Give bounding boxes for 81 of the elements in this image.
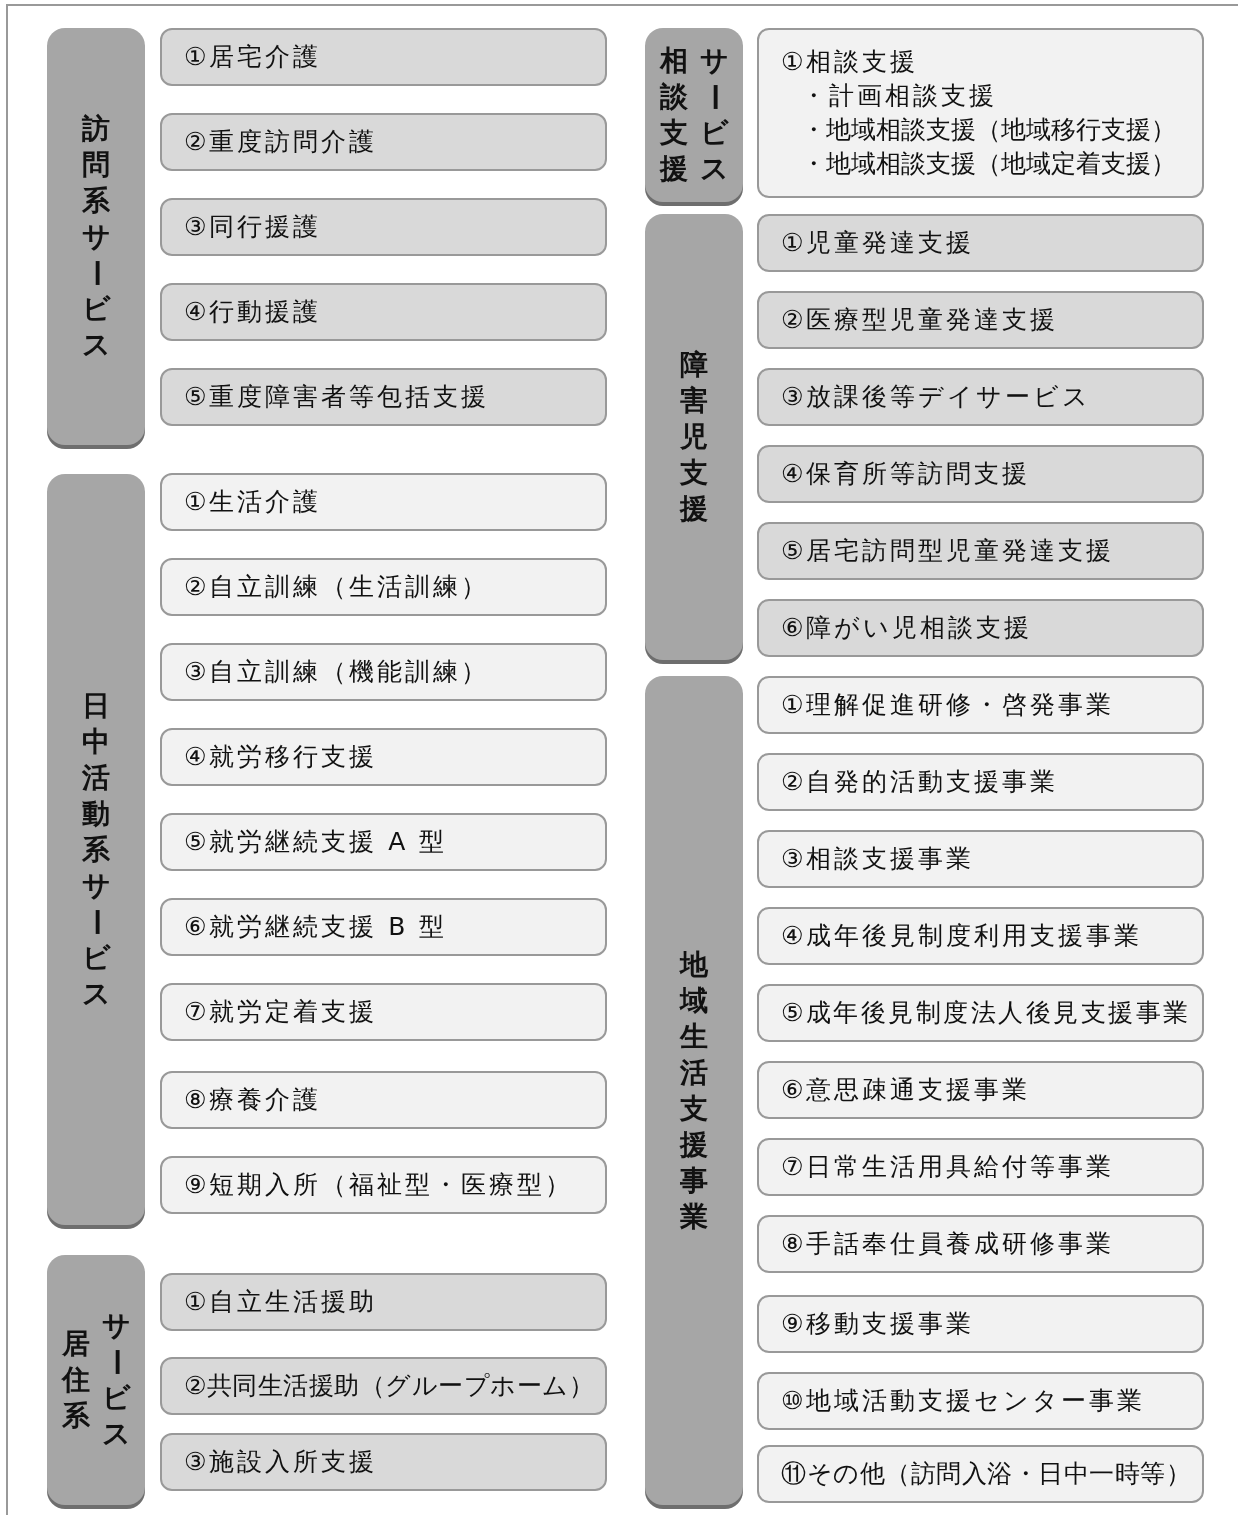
service-box — [160, 813, 607, 871]
service-box — [757, 1215, 1204, 1273]
service-label: ③相談支援事業 — [781, 843, 975, 875]
service-label: ⑧療養介護 — [184, 1084, 322, 1116]
list-item: ・地域相談支援（地域移行支援） — [800, 114, 1176, 146]
service-label: ⑤重度障害者等包括支援 — [184, 381, 490, 413]
service-box — [757, 522, 1204, 580]
service-box — [757, 830, 1204, 888]
service-box — [757, 1372, 1204, 1430]
service-label: ⑧手話奉仕員養成研修事業 — [781, 1228, 1115, 1260]
service-box — [757, 984, 1204, 1042]
service-box — [160, 113, 607, 171]
service-box — [160, 898, 607, 956]
service-box — [757, 1061, 1204, 1119]
list-item: ・地域相談支援（地域定着支援） — [800, 148, 1176, 180]
category-label: サービス — [697, 43, 732, 187]
service-box — [160, 983, 607, 1041]
service-label: ⑥就労継続支援 B 型 — [184, 911, 448, 943]
service-label: ②共同生活援助（グループホーム） — [184, 1370, 595, 1402]
service-box — [757, 1138, 1204, 1196]
service-box — [160, 473, 607, 531]
service-label: ③同行援護 — [184, 211, 322, 243]
service-label: ①相談支援 — [781, 46, 919, 78]
service-box — [160, 728, 607, 786]
service-label: ④成年後見制度利用支援事業 — [781, 920, 1143, 952]
service-box — [757, 599, 1204, 657]
service-label: ⑤居宅訪問型児童発達支援 — [781, 535, 1115, 567]
service-label: ⑦日常生活用具給付等事業 — [781, 1151, 1115, 1183]
list-item: ・計画相談支援 — [800, 80, 997, 112]
service-box — [757, 907, 1204, 965]
category-label: 相談支援 — [658, 43, 689, 187]
service-box — [160, 283, 607, 341]
service-box — [757, 291, 1204, 349]
service-label: ⑩地域活動支援センター事業 — [781, 1385, 1146, 1417]
service-box — [757, 1295, 1204, 1353]
service-label: ①生活介護 — [184, 486, 322, 518]
service-label: ⑤就労継続支援 A 型 — [184, 826, 448, 858]
service-box — [160, 198, 607, 256]
service-box — [160, 368, 607, 426]
service-label: ⑨短期入所（福祉型・医療型） — [184, 1169, 574, 1201]
category-label: サービス — [99, 1308, 134, 1452]
service-box — [160, 558, 607, 616]
service-label: ②医療型児童発達支援 — [781, 304, 1059, 336]
service-box — [757, 753, 1204, 811]
service-label: ④行動援護 — [184, 296, 322, 328]
service-label: ①理解促進研修・啓発事業 — [781, 689, 1115, 721]
service-label: ④就労移行支援 — [184, 741, 378, 773]
service-label: ②自発的活動支援事業 — [781, 766, 1059, 798]
service-label: ⑪その他（訪問入浴・日中一時等） — [781, 1458, 1191, 1490]
service-box — [160, 1156, 607, 1214]
service-box — [160, 1071, 607, 1129]
service-box — [757, 1445, 1204, 1503]
service-box — [757, 676, 1204, 734]
service-box — [160, 1273, 607, 1331]
service-label: ①児童発達支援 — [781, 227, 975, 259]
service-label: ⑦就労定着支援 — [184, 996, 378, 1028]
service-label: ③自立訓練（機能訓練） — [184, 656, 490, 688]
service-label: ④保育所等訪問支援 — [781, 458, 1031, 490]
service-box — [757, 445, 1204, 503]
service-label: ③施設入所支援 — [184, 1446, 378, 1478]
service-label: ⑥意思疎通支援事業 — [781, 1074, 1031, 1106]
category-label: 日中活動系サービス — [79, 687, 114, 1012]
service-box — [757, 214, 1204, 272]
service-label: ①居宅介護 — [184, 41, 322, 73]
service-label: ⑥障がい児相談支援 — [781, 612, 1033, 644]
service-label: ②重度訪問介護 — [184, 126, 378, 158]
service-label: ⑤成年後見制度法人後見支援事業 — [781, 997, 1191, 1029]
service-box — [757, 28, 1204, 198]
category-label: 地域生活支援事業 — [678, 946, 709, 1235]
service-box — [160, 1433, 607, 1491]
category-label: 障害児支援 — [678, 347, 709, 527]
category-label: 訪問系サービス — [79, 110, 114, 363]
service-box — [160, 1357, 607, 1415]
service-label: ⑨移動支援事業 — [781, 1308, 975, 1340]
service-label: ②自立訓練（生活訓練） — [184, 571, 490, 603]
service-box — [757, 368, 1204, 426]
service-box — [160, 643, 607, 701]
service-box — [160, 28, 607, 86]
category-label: 居住系 — [60, 1326, 91, 1434]
service-label: ③放課後等デイサービス — [781, 381, 1092, 413]
service-label: ①自立生活援助 — [184, 1286, 378, 1318]
